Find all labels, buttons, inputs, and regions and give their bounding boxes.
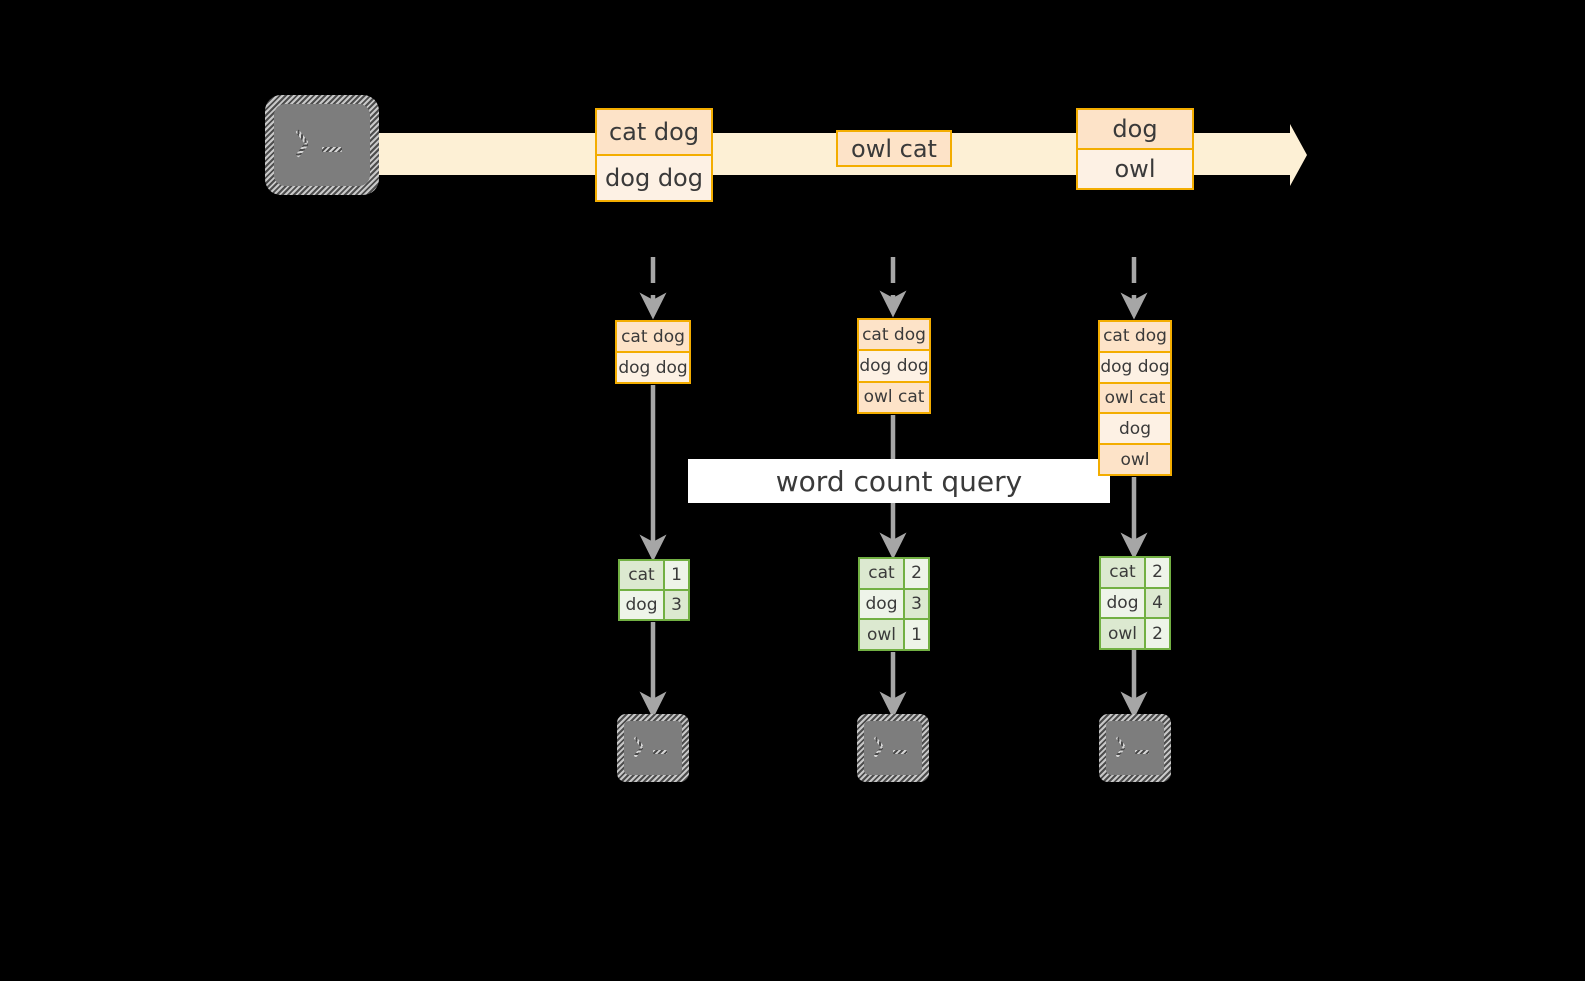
result-table-col3: cat 2 dog 4 owl 2 — [1099, 556, 1173, 651]
input-stack-row: owl — [1098, 443, 1172, 476]
result-word: cat — [1099, 556, 1146, 589]
terminal-prompt-icon — [1115, 735, 1155, 759]
result-table-col1: cat 1 dog 3 — [618, 559, 692, 621]
input-stack-row: cat dog — [615, 320, 691, 353]
table-row: dog 3 — [858, 587, 932, 621]
stream-event-3: dog owl — [1076, 108, 1194, 190]
query-banner: word count query — [688, 459, 1110, 503]
result-word: owl — [1099, 617, 1146, 651]
result-count: 3 — [663, 589, 690, 621]
sink-terminal-col2 — [857, 714, 929, 782]
input-stack-row: dog dog — [1098, 350, 1172, 384]
input-stack-row: dog — [1098, 412, 1172, 446]
table-row: dog 4 — [1099, 586, 1173, 620]
table-row: cat 2 — [1099, 556, 1173, 589]
terminal-screen — [864, 721, 922, 775]
result-count: 2 — [1144, 617, 1171, 651]
stream-event-line: owl — [1076, 148, 1194, 190]
input-stack-row: dog dog — [615, 351, 691, 384]
result-word: cat — [858, 557, 905, 590]
stream-event-line: dog — [1076, 108, 1194, 150]
result-table-col2: cat 2 dog 3 owl 1 — [858, 557, 932, 652]
table-row: dog 3 — [618, 589, 692, 621]
result-count: 4 — [1144, 586, 1171, 620]
input-stack-row: cat dog — [857, 318, 931, 352]
result-word: dog — [618, 589, 665, 621]
input-stack-row: owl cat — [1098, 381, 1172, 415]
table-row: owl 1 — [858, 618, 932, 652]
result-word: dog — [858, 587, 905, 621]
result-count: 1 — [663, 559, 690, 591]
stream-event-line: owl cat — [836, 130, 952, 167]
sink-terminal-col3 — [1099, 714, 1171, 782]
stream-event-line: dog dog — [595, 154, 713, 202]
input-stack-col1: cat dog dog dog — [615, 320, 691, 384]
result-count: 2 — [903, 557, 930, 590]
result-word: dog — [1099, 586, 1146, 620]
terminal-prompt-icon — [633, 735, 673, 759]
terminal-screen — [274, 104, 370, 186]
query-banner-label: word count query — [775, 464, 1023, 498]
terminal-screen — [624, 721, 682, 775]
stream-tap-connectors — [639, 257, 1148, 320]
input-stack-row: owl cat — [857, 380, 931, 414]
input-stack-row: dog dog — [857, 349, 931, 383]
stream-source-terminal — [265, 95, 379, 195]
stream-event-line: cat dog — [595, 108, 713, 156]
terminal-screen — [1106, 721, 1164, 775]
result-count: 2 — [1144, 556, 1171, 589]
terminal-prompt-icon — [294, 127, 350, 161]
stream-event-2: owl cat — [836, 130, 952, 167]
sink-terminal-col1 — [617, 714, 689, 782]
table-row: owl 2 — [1099, 617, 1173, 651]
result-count: 3 — [903, 587, 930, 621]
input-stack-col2: cat dog dog dog owl cat — [857, 318, 931, 414]
input-stack-col3: cat dog dog dog owl cat dog owl — [1098, 320, 1172, 476]
result-word: owl — [858, 618, 905, 652]
input-stack-row: cat dog — [1098, 320, 1172, 353]
table-row: cat 2 — [858, 557, 932, 590]
result-word: cat — [618, 559, 665, 591]
terminal-prompt-icon — [873, 735, 913, 759]
pipeline-connectors — [639, 385, 1148, 719]
result-count: 1 — [903, 618, 930, 652]
stream-event-1: cat dog dog dog — [595, 108, 713, 202]
table-row: cat 1 — [618, 559, 692, 591]
